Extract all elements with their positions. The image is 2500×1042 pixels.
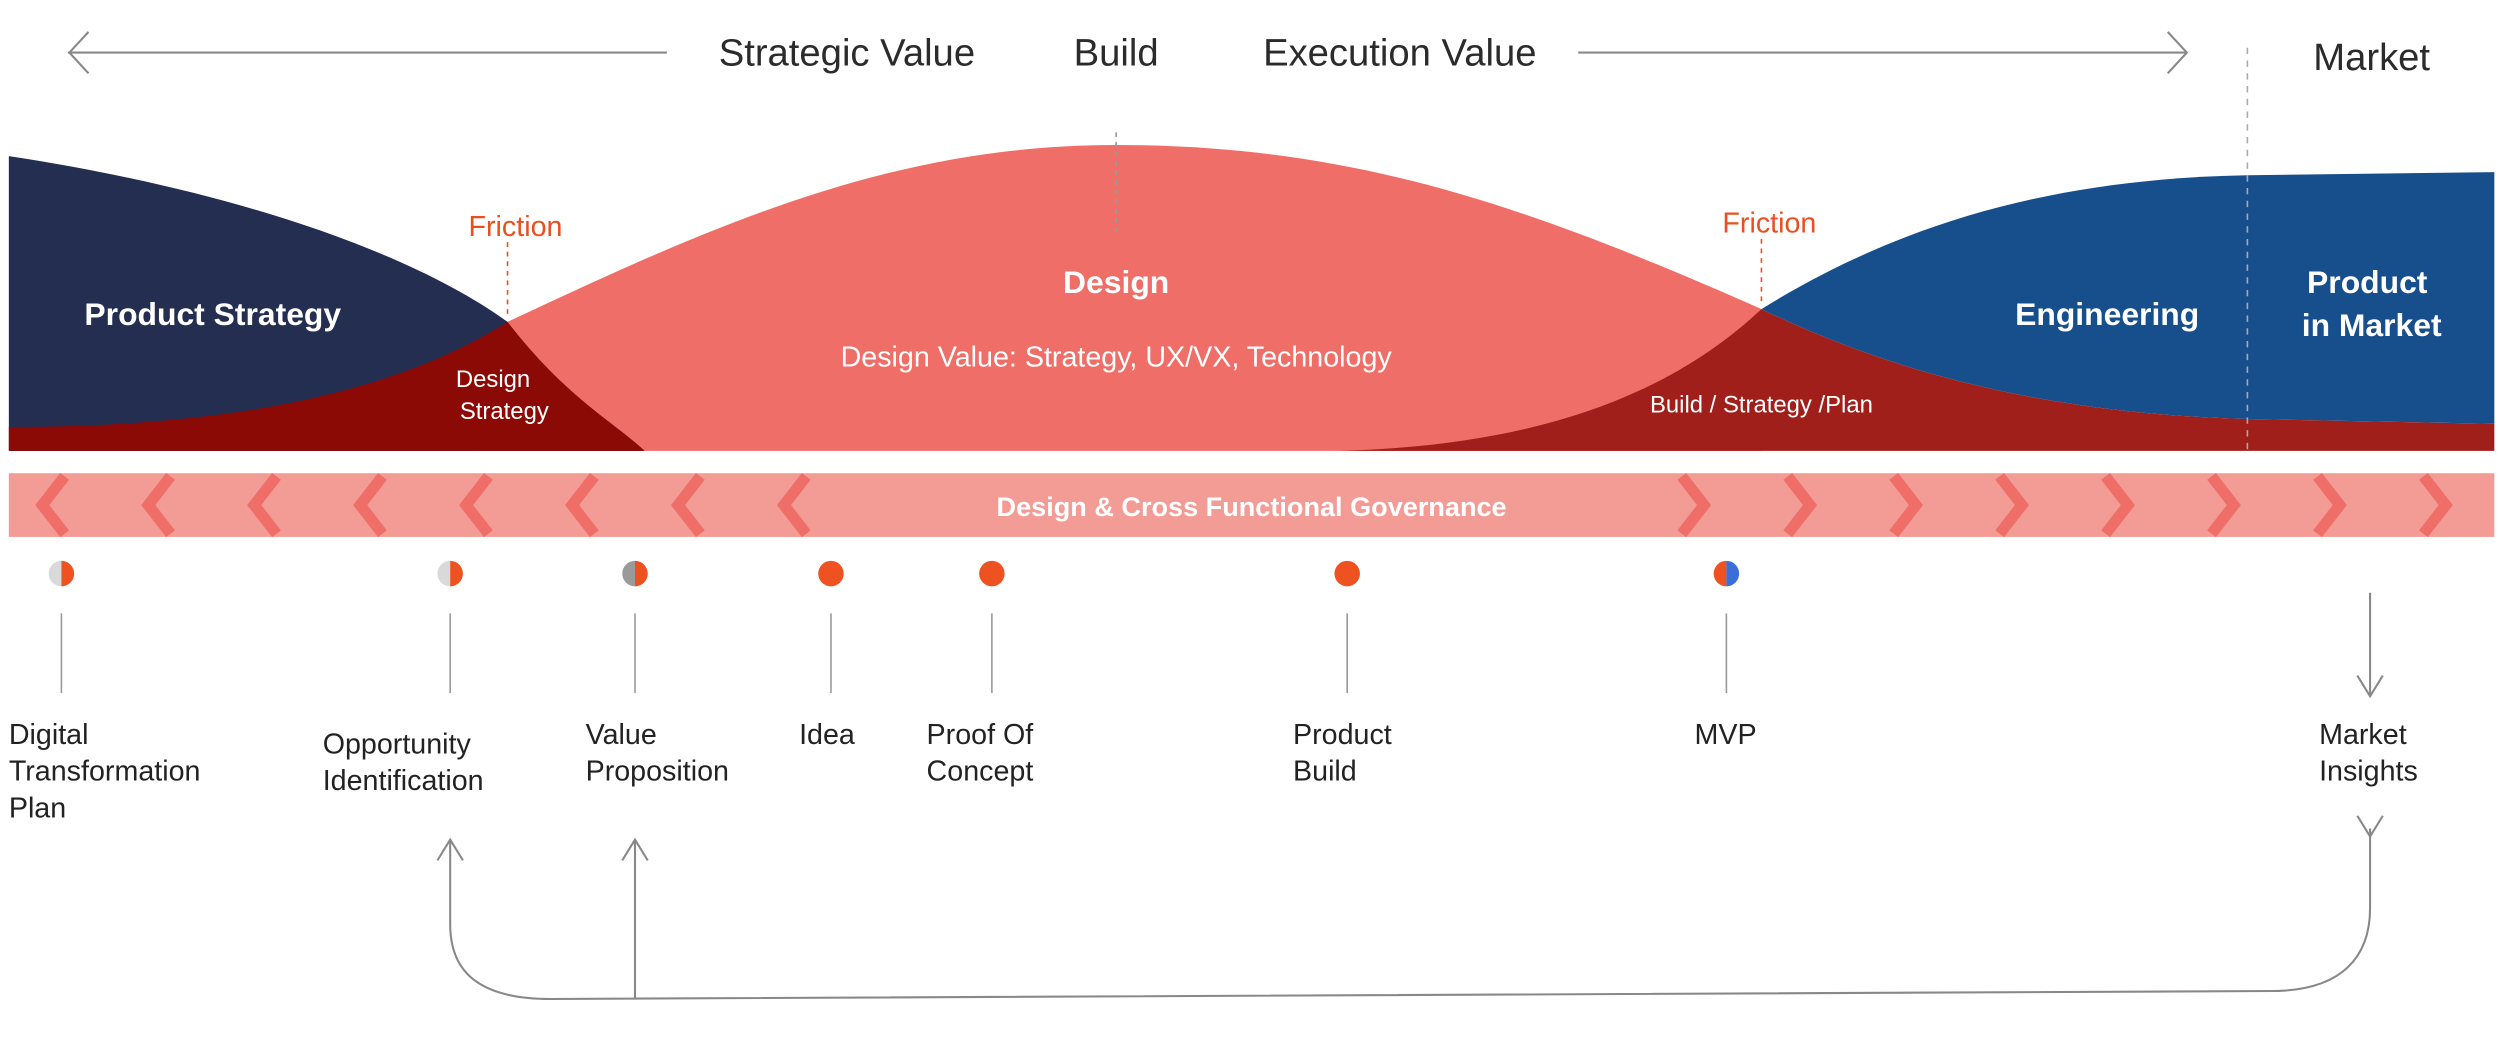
milestone-dot-value-proposition bbox=[622, 560, 648, 587]
build-strategy-plan-label: Build / Strategy /Plan bbox=[1650, 392, 1873, 419]
chevron-right-icon bbox=[1889, 472, 1924, 538]
milestone-label-mvp: MVP bbox=[1695, 719, 1757, 751]
milestone-label-opportunity-identification: Opportunity Identification bbox=[323, 729, 484, 798]
milestones: Digital Transformation Plan Opportunity … bbox=[9, 560, 2418, 824]
design-strategy-overlap bbox=[8, 321, 645, 451]
loop-tail-icon bbox=[2356, 815, 2384, 839]
chevron-left-icon bbox=[459, 472, 493, 538]
milestone-label-idea: Idea bbox=[799, 719, 855, 751]
strategic-value-label: Strategic Value bbox=[719, 31, 975, 74]
milestone-label-market-insights: Market Insights bbox=[2319, 719, 2418, 788]
milestone-label-value-proposition: Value Proposition bbox=[586, 719, 729, 788]
chevron-right-icon bbox=[1677, 472, 1712, 538]
friction-right-label: Friction bbox=[1722, 208, 1816, 240]
header: Strategic Value Build Execution Value Ma… bbox=[67, 31, 2430, 79]
chevron-left-icon bbox=[35, 472, 70, 538]
execution-value-label: Execution Value bbox=[1263, 31, 1536, 74]
design-strategy-label: Design Strategy bbox=[456, 366, 549, 425]
friction-left-label: Friction bbox=[469, 211, 563, 243]
design-value-label: Design Value: Strategy, UX/VX, Technolog… bbox=[841, 341, 1393, 373]
milestone-connectors bbox=[60, 613, 1728, 694]
chevron-right-icon bbox=[2207, 472, 2241, 538]
feedback-loop-line bbox=[449, 828, 2372, 1001]
up-arrow-icon bbox=[436, 837, 464, 861]
milestone-label-proof-of-concept: Proof Of Concept bbox=[927, 719, 1042, 788]
milestone-dot-mvp bbox=[1713, 560, 1740, 587]
right-arrow-icon bbox=[1578, 31, 2189, 74]
governance-band: Design & Cross Functional Governance bbox=[8, 472, 2495, 538]
region-labels: Friction Friction Product Strategy Desig… bbox=[84, 208, 2442, 425]
value-curves bbox=[8, 47, 2495, 451]
build-label: Build bbox=[1074, 31, 1159, 74]
milestone-label-product-build: Product Build bbox=[1293, 719, 1400, 788]
chevron-left-icon bbox=[353, 472, 387, 538]
build-strategy-overlap bbox=[1339, 309, 2495, 451]
milestone-label-digital-transformation-plan: Digital Transformation Plan bbox=[9, 719, 209, 824]
chevron-right-icon bbox=[1783, 472, 1818, 538]
chevron-right-icon bbox=[2313, 472, 2347, 538]
chevron-left-icon bbox=[670, 472, 705, 538]
chevron-right-icon bbox=[2101, 472, 2135, 538]
milestone-dot-idea bbox=[818, 560, 844, 587]
left-arrow-icon bbox=[67, 31, 667, 74]
milestone-dot-digital-transformation bbox=[48, 560, 75, 587]
chevron-left-icon bbox=[247, 472, 281, 538]
chevron-left-icon bbox=[141, 472, 175, 538]
governance-label: Design & Cross Functional Governance bbox=[997, 491, 1507, 522]
engineering-label: Engineering bbox=[2015, 296, 2199, 332]
product-in-market-label: Product in Market bbox=[2302, 264, 2442, 343]
milestone-dot-product-build bbox=[1334, 560, 1360, 587]
engineering-area bbox=[1761, 172, 2495, 424]
design-label: Design bbox=[1063, 264, 1169, 300]
milestone-dot-opportunity bbox=[437, 560, 463, 587]
milestone-dot-poc bbox=[979, 560, 1005, 587]
chevron-right-icon bbox=[1995, 472, 2030, 538]
chevrons bbox=[35, 472, 2453, 538]
chevron-left-icon bbox=[776, 472, 811, 538]
market-label: Market bbox=[2313, 36, 2430, 79]
down-arrow-icon bbox=[2356, 592, 2384, 699]
chevron-right-icon bbox=[2419, 472, 2453, 538]
product-strategy-label: Product Strategy bbox=[84, 296, 341, 332]
feedback-loop bbox=[436, 815, 2384, 1001]
up-arrow-icon bbox=[621, 837, 649, 861]
chevron-left-icon bbox=[564, 472, 599, 538]
design-area bbox=[478, 144, 1762, 451]
